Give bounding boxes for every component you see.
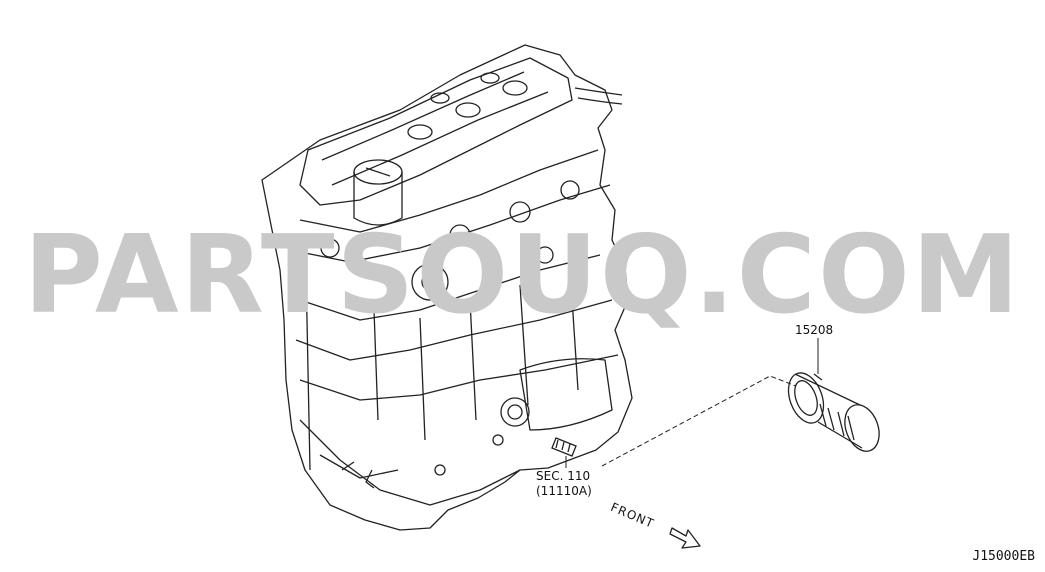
section-reference-code: (11110A) — [536, 484, 592, 498]
leader-section-ref — [601, 375, 797, 467]
engine-assembly — [261, 44, 633, 531]
diagram-code: J15000EB — [972, 549, 1035, 564]
oil-filter-stud-icon — [551, 437, 577, 457]
part-number-oil-filter: 15208 — [795, 323, 834, 337]
front-arrow-icon — [669, 527, 701, 549]
oil-filter-icon — [787, 372, 880, 452]
section-reference: SEC. 110 — [536, 469, 591, 483]
leader-lines — [565, 338, 819, 468]
